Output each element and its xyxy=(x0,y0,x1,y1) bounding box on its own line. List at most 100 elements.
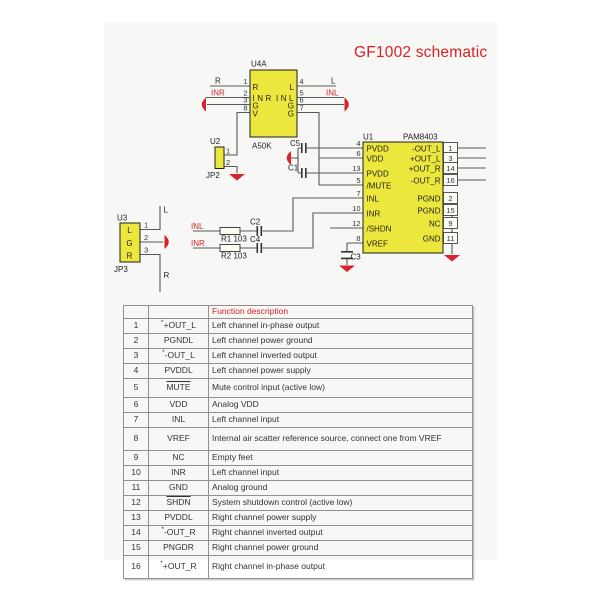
offpage-arrow-right xyxy=(164,235,169,249)
function-description-header: Function description xyxy=(208,305,473,319)
pin-number-cell: 6 xyxy=(123,397,149,413)
pin-name-mark: * xyxy=(161,526,164,534)
pin-name-cell: *-OUT_R xyxy=(148,525,209,541)
pin-number-cell: 10 xyxy=(123,465,149,481)
u1-pin-number: 9 xyxy=(448,219,452,228)
cap-label: C4 xyxy=(250,235,261,244)
u1-pin-name: PVDD xyxy=(367,145,389,154)
pin-name-cell: INR xyxy=(148,465,209,481)
u1-pin-number: 6 xyxy=(356,149,360,158)
description-cell: Right channel in-phase output xyxy=(208,555,473,579)
jp2-name-label: JP2 xyxy=(206,171,220,180)
pin-name-text: VREF xyxy=(167,433,190,444)
description-cell: Left channel input xyxy=(208,412,473,428)
jp3-inside-label: G xyxy=(126,239,132,248)
u1-pin-name: INL xyxy=(367,195,380,204)
pin-number: 6 xyxy=(300,96,304,105)
cap-c1 xyxy=(301,168,307,178)
net-label: INR xyxy=(191,239,205,248)
pin-number-cell: 9 xyxy=(123,450,149,466)
resistor-r2 xyxy=(219,244,241,252)
pin-number-cell: 13 xyxy=(123,510,149,526)
pin-name-cell: PGNDL xyxy=(148,333,209,349)
u1-pin-number: 7 xyxy=(356,189,360,198)
offpage-arrow-left xyxy=(286,151,291,165)
description-cell: Right channel power supply xyxy=(208,510,473,526)
u4a-inside-label: V xyxy=(253,110,259,119)
ground-symbol xyxy=(444,255,460,262)
u1-pin-box xyxy=(443,174,458,186)
cap-c5 xyxy=(301,143,307,153)
u1-pin-name: PVDD xyxy=(367,170,389,179)
cap-c3 xyxy=(341,251,353,260)
red-symbols xyxy=(164,97,460,272)
pin-name-cell: PVDDL xyxy=(148,510,209,526)
u1-pin-number: 4 xyxy=(356,139,360,148)
description-cell: Left channel in-phase output xyxy=(208,318,473,334)
header-empty-cell xyxy=(123,305,149,319)
pin-number: 4 xyxy=(300,77,304,86)
u4a-inside-label: G xyxy=(253,102,259,111)
u1-pin-name: PGND xyxy=(417,207,440,216)
pin-name-text: SHDN xyxy=(166,497,191,508)
pin-name-text: PGNDL xyxy=(163,335,194,346)
u1-pin-number: 3 xyxy=(448,154,452,163)
u1-pin-number: 12 xyxy=(352,219,360,228)
pin-name-text: INL xyxy=(171,414,186,425)
u1-pin-number: 1 xyxy=(448,144,452,153)
cap-c2 xyxy=(256,226,263,236)
pin-name-cell: GND xyxy=(148,480,209,496)
u1-pin-box xyxy=(443,232,458,244)
pin-name-cell: *+OUT_R xyxy=(148,555,209,579)
u1-pin-box xyxy=(443,162,458,174)
description-cell: Right channel power ground xyxy=(208,540,473,556)
pin-name-mark: * xyxy=(162,349,165,357)
pin-number: 2 xyxy=(243,89,247,98)
pin-number-cell: 1 xyxy=(123,318,149,334)
pin-number: 1 xyxy=(243,77,247,86)
pin-number-cell: 3 xyxy=(123,348,149,364)
resistor-label: R1 103 xyxy=(221,235,247,244)
description-cell: Left channel input xyxy=(208,465,473,481)
pin-name-cell: *-OUT_L xyxy=(148,348,209,364)
pin-name-cell: VDD xyxy=(148,397,209,413)
u4a-inside-label: INR xyxy=(253,94,274,103)
description-cell: Left channel power supply xyxy=(208,363,473,379)
pin-name-cell: VREF xyxy=(148,427,209,451)
pin-number-cell: 15 xyxy=(123,540,149,556)
cap-label: C3 xyxy=(351,253,362,262)
description-cell: Left channel inverted output xyxy=(208,348,473,364)
u1-pin-labels: 4PVDD6VDD13PVDD5/MUTE7INL10INR12/SHDN8VR… xyxy=(352,139,458,249)
u1-pin-name: GND xyxy=(423,235,441,244)
u1-pin-number: 10 xyxy=(352,204,360,213)
resistor-label: R2 103 xyxy=(221,252,247,261)
pin-number-cell: 12 xyxy=(123,495,149,511)
u4a-inside-label: R xyxy=(253,83,259,92)
pin-number: 1 xyxy=(144,221,148,230)
pin-name-text: PVDDL xyxy=(164,365,193,376)
capacitor-symbols xyxy=(256,143,353,260)
description-cell: Empty feet xyxy=(208,450,473,466)
u4a-inside-label: G xyxy=(288,110,294,119)
u1-pin-number: 14 xyxy=(446,164,454,173)
net-label: INL xyxy=(326,89,339,98)
u4a-ref-label: U4A xyxy=(251,60,267,69)
table-header-row: Function description xyxy=(123,305,473,319)
u1-pin-box xyxy=(443,204,458,216)
pin-name-text: -OUT_R xyxy=(163,527,196,538)
pin-number: 2 xyxy=(144,233,148,242)
jp3-name-label: JP3 xyxy=(114,265,128,274)
pin-number: 2 xyxy=(226,158,230,167)
u1-pin-name: PGND xyxy=(417,195,440,204)
pin-name-text: VDD xyxy=(169,399,188,410)
